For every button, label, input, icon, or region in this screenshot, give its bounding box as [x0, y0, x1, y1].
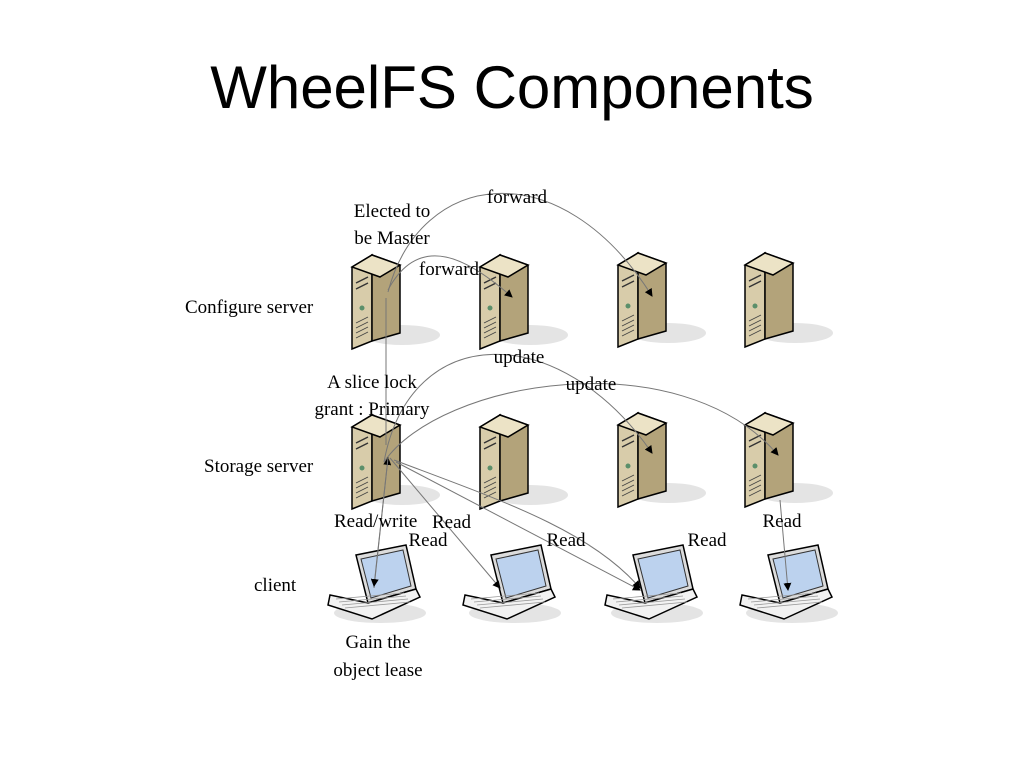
read-label-2: Read — [546, 530, 586, 551]
lease-line1: Gain the — [346, 632, 411, 653]
storage-server-icon-1[interactable] — [350, 413, 440, 511]
read-arrow-client3b — [395, 461, 641, 591]
update-arrow-to-storage3 — [383, 353, 653, 463]
client-laptop-icon-1[interactable] — [327, 544, 426, 623]
configure-server-label: Configure server — [185, 297, 314, 318]
elected-master-line2: be Master — [354, 228, 430, 249]
slice-lock-line2: grant : Primary — [314, 399, 430, 420]
config-server-icon-2[interactable] — [478, 253, 568, 351]
connectors — [370, 192, 792, 591]
storage-server-icon-3[interactable] — [616, 411, 706, 509]
forward-label-near: forward — [419, 259, 480, 280]
storage-server-icon-4[interactable] — [743, 411, 833, 509]
read-arrow-client4 — [779, 499, 792, 591]
lease-arrow-client1 — [370, 457, 389, 587]
forward-arrow-master-to-server3 — [387, 192, 653, 297]
slice-lock-line1: A slice lock — [327, 372, 417, 393]
storage-server-icon-2[interactable] — [478, 413, 568, 511]
client-laptop-icon-2[interactable] — [462, 544, 561, 623]
client-laptop-icon-4[interactable] — [739, 544, 838, 623]
lease-line2: object lease — [333, 660, 422, 681]
storage-server-label: Storage server — [204, 456, 314, 477]
read-arrow-client3 — [393, 459, 641, 589]
update-label-2: update — [566, 374, 617, 395]
client-label: client — [254, 575, 297, 596]
elected-master-line1: Elected to — [354, 201, 431, 222]
read-write-label: Read/write — [334, 511, 417, 532]
forward-label-top: forward — [487, 187, 548, 208]
read-label-3: Read — [687, 530, 727, 551]
client-laptop-icon-3[interactable] — [604, 544, 703, 623]
update-arrow-to-storage4 — [383, 383, 779, 463]
read-label-4: Read — [762, 511, 802, 532]
read-overlap-label: Read — [432, 512, 472, 533]
read-arrow-client2 — [389, 457, 501, 589]
update-label-1: update — [494, 347, 545, 368]
slide-title: WheelFS Components — [210, 54, 814, 121]
forward-arrow-master-to-server2 — [387, 255, 513, 298]
read-label-1: Read — [408, 530, 448, 551]
config-server-icon-4[interactable] — [743, 251, 833, 349]
config-server-icon-1[interactable] — [350, 253, 440, 351]
